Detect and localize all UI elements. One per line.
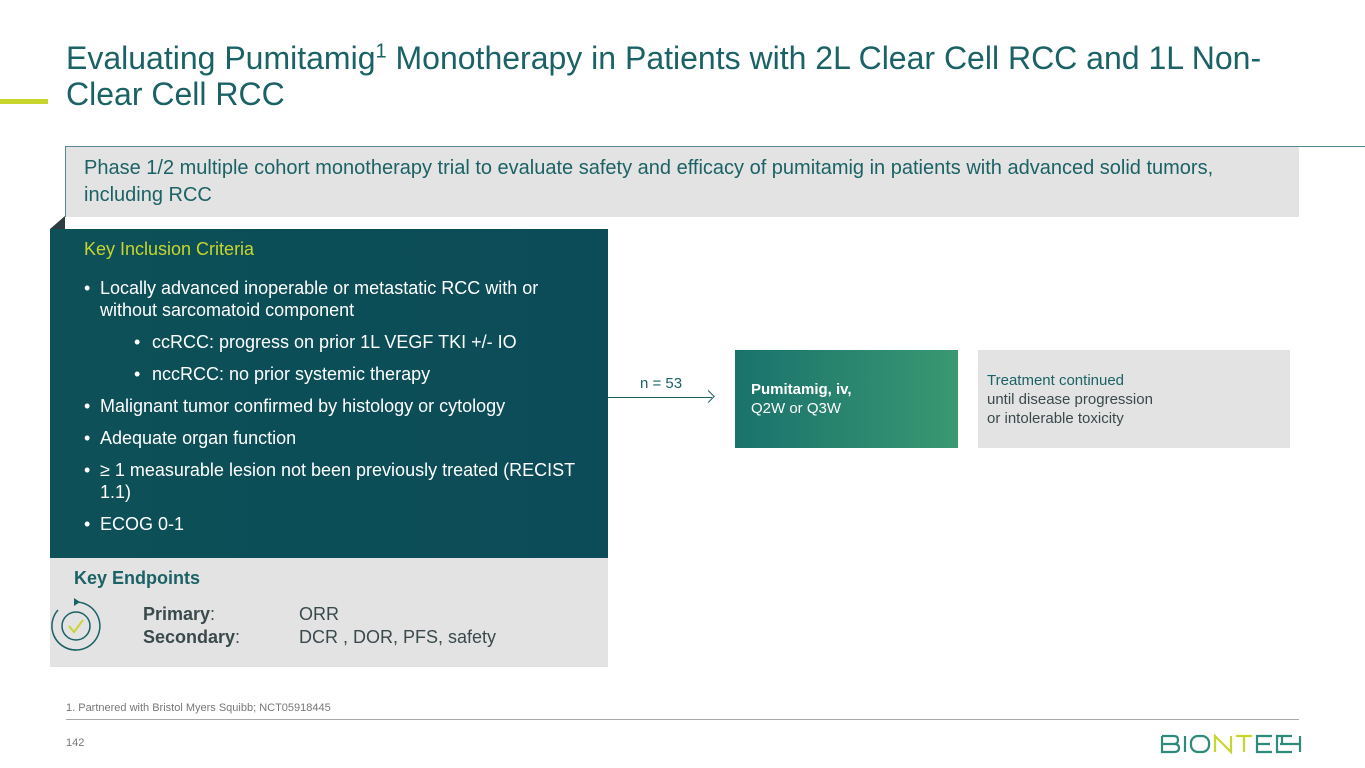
footnote: 1. Partnered with Bristol Myers Squibb; … (66, 702, 331, 714)
footer-rule (66, 719, 1299, 720)
biontech-logo (1160, 733, 1302, 755)
continuation-text: or intolerable toxicity (987, 410, 1124, 427)
endpoints-box: Key Endpoints Primary: Secondary: ORR DC… (50, 558, 608, 667)
endpoints-heading: Key Endpoints (74, 568, 201, 588)
list-item: ≥ 1 measurable lesion not been previousl… (50, 459, 580, 503)
sample-size: n = 53 (640, 375, 683, 392)
slide-title: Evaluating Pumitamig1 Monotherapy in Pat… (66, 40, 1326, 112)
drug-schedule: Q2W or Q3W (751, 400, 842, 417)
continuation-heading: Treatment continued (987, 372, 1125, 389)
list-item: ECOG 0-1 (50, 513, 580, 535)
list-item: Adequate organ function (50, 427, 580, 449)
list-item: Malignant tumor confirmed by histology o… (50, 395, 580, 417)
drug-name: Pumitamig, iv, (751, 381, 852, 398)
page-number: 142 (66, 737, 85, 749)
criteria-list: Locally advanced inoperable or metastati… (50, 277, 582, 545)
criteria-heading: Key Inclusion Criteria (84, 239, 255, 259)
list-item: nccRCC: no prior systemic therapy (50, 363, 582, 385)
banner-rule (1298, 146, 1365, 147)
primary-value: ORR (299, 604, 339, 624)
fold-decoration (50, 216, 65, 229)
banner-text: Phase 1/2 multiple cohort monotherapy tr… (84, 157, 1214, 206)
list-item: ccRCC: progress on prior 1L VEGF TKI +/-… (50, 331, 582, 353)
arrow-line (608, 397, 712, 398)
secondary-value: DCR , DOR, PFS, safety (299, 627, 497, 647)
continuation-box: Treatment continued until disease progre… (978, 350, 1290, 448)
arrow-head-icon (702, 390, 715, 403)
title-text: Evaluating Pumitamig (66, 40, 376, 76)
trial-banner: Phase 1/2 multiple cohort monotherapy tr… (65, 146, 1299, 217)
secondary-label: Secondary: (143, 627, 241, 647)
treatment-box: Pumitamig, iv, Q2W or Q3W (735, 350, 958, 448)
title-text-rest: Monotherapy in Patients with 2L Clear Ce… (66, 40, 1262, 112)
primary-label: Primary: (143, 604, 216, 624)
accent-bar (0, 99, 48, 104)
title-footnote-marker: 1 (375, 40, 387, 63)
continuation-text: until disease progression (987, 391, 1153, 408)
cycle-check-icon (51, 598, 101, 651)
inclusion-criteria-box: Key Inclusion Criteria Locally advanced … (50, 229, 608, 558)
list-item: Locally advanced inoperable or metastati… (50, 277, 580, 321)
